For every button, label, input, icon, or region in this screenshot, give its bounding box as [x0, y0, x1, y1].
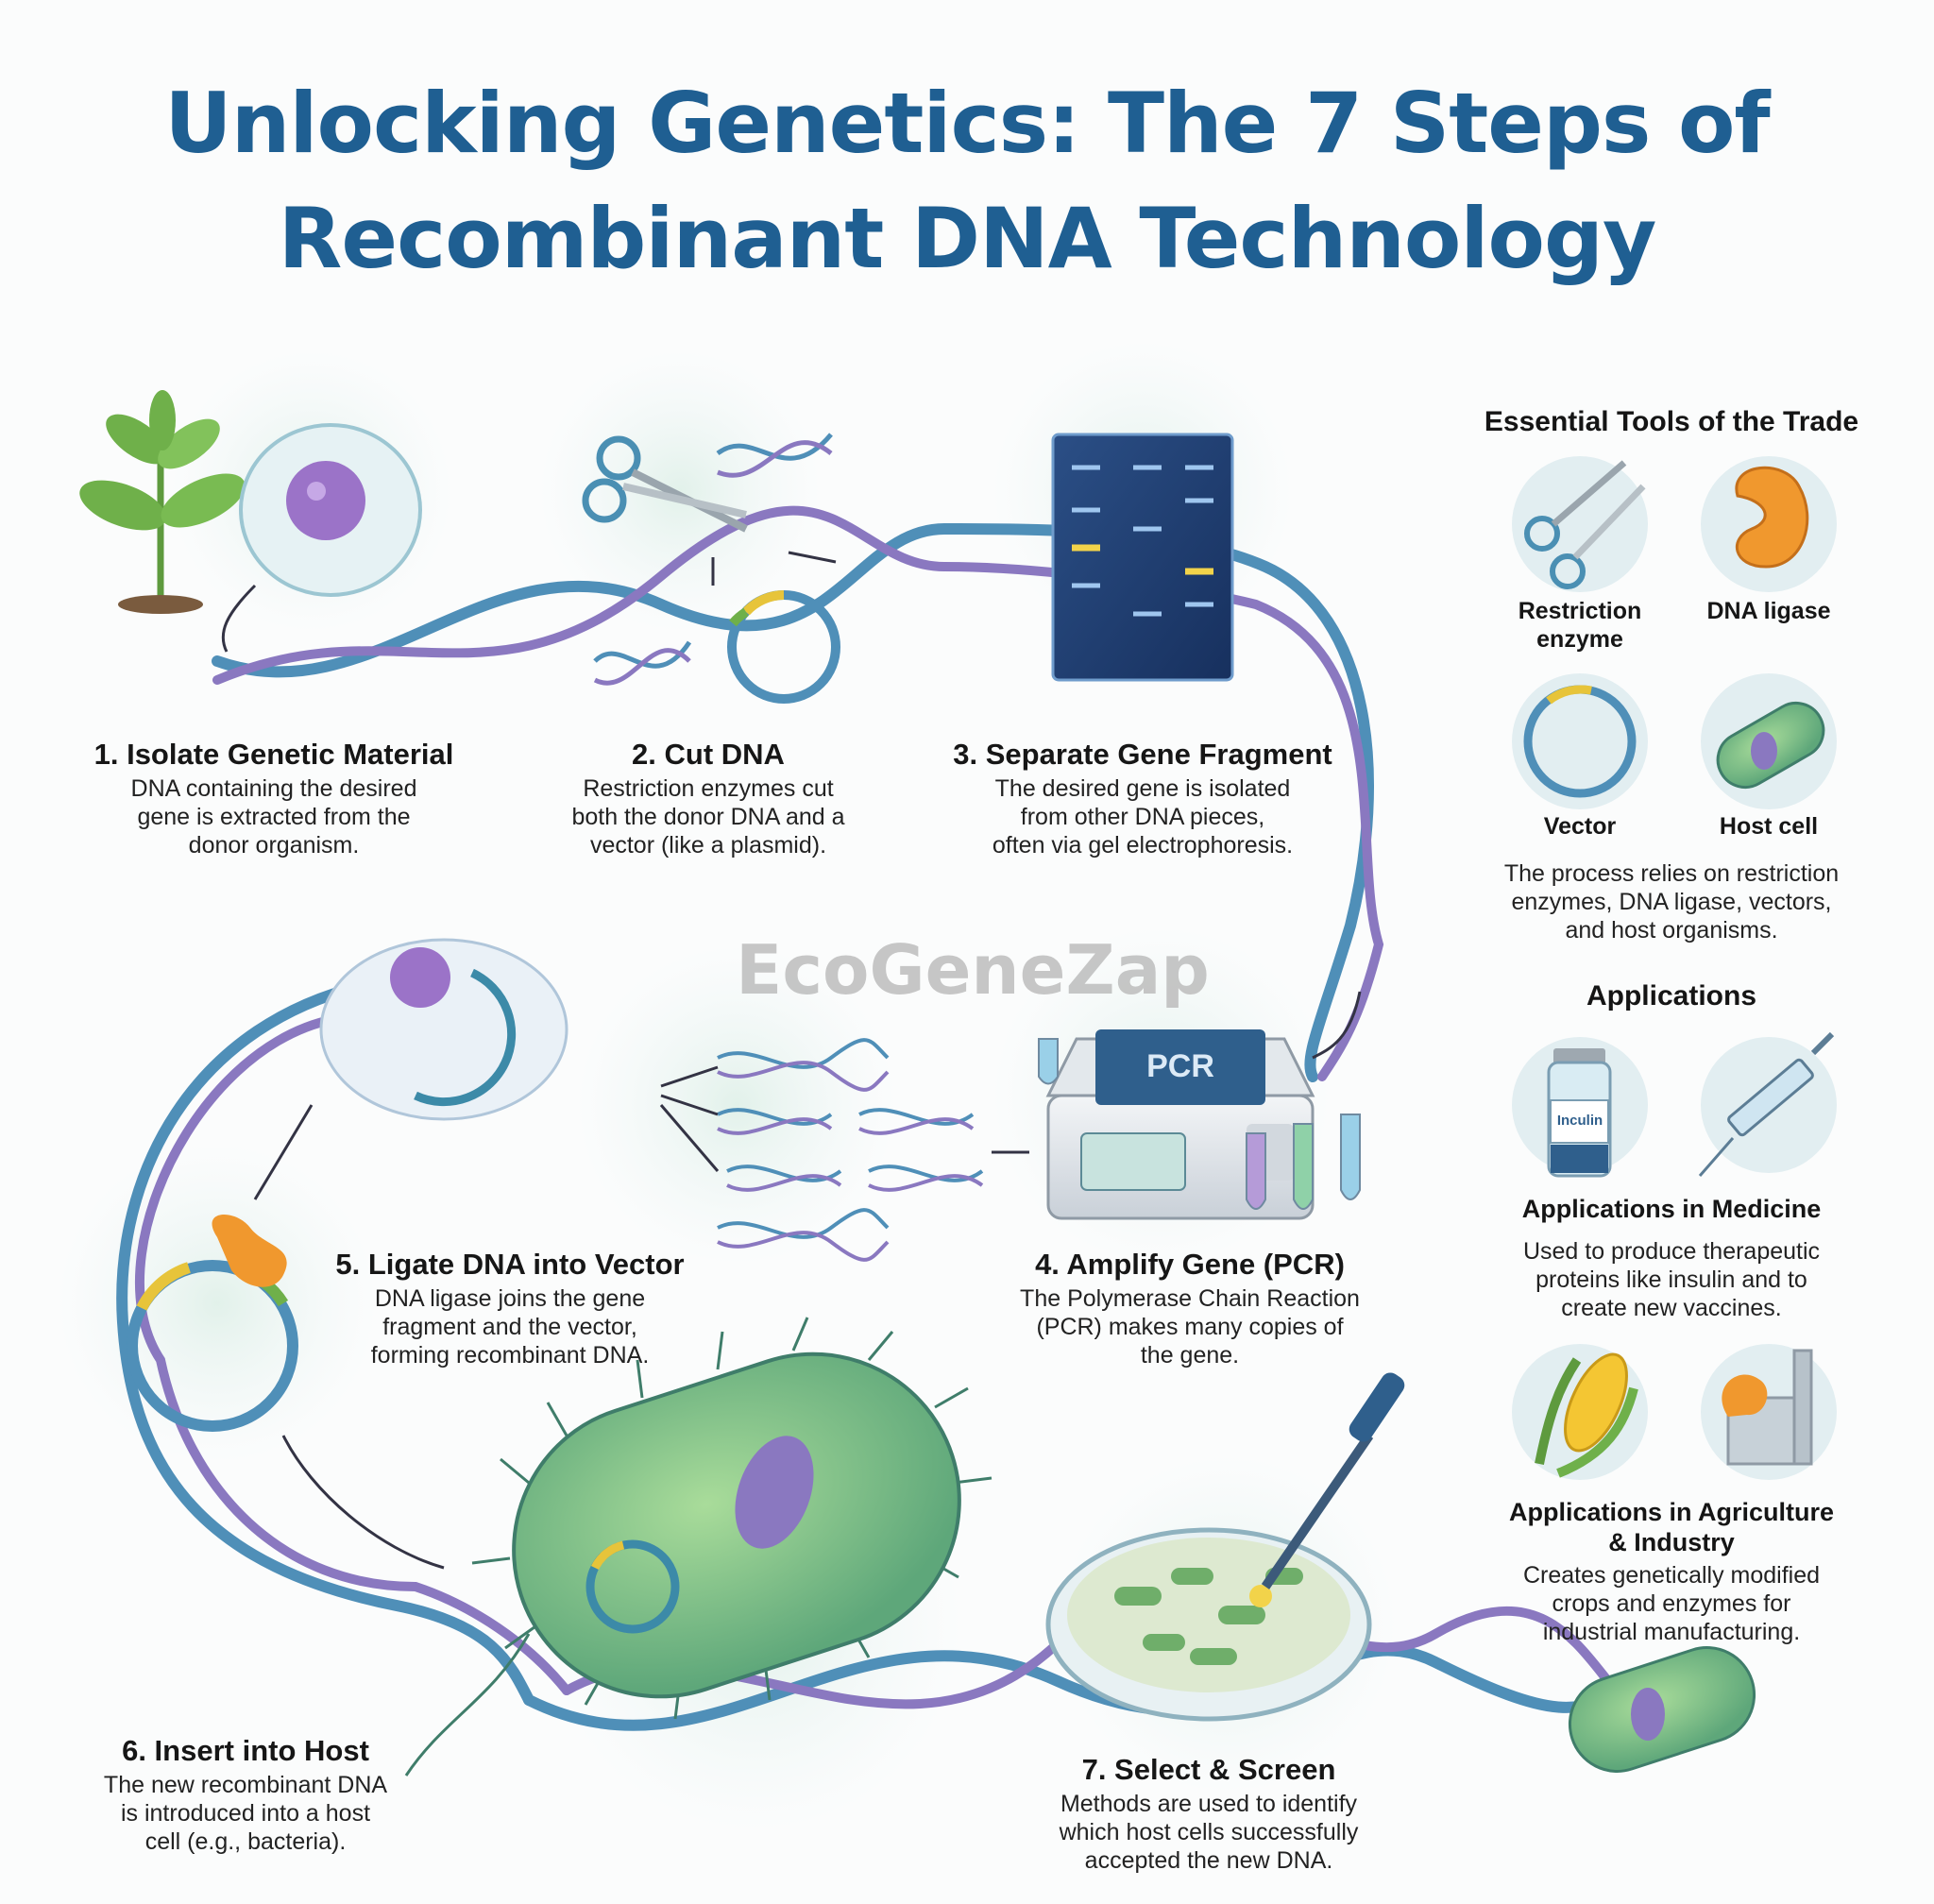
step-7: 7. Select & Screen Methods are used to i…	[1020, 1752, 1398, 1875]
watermark: EcoGeneZap	[736, 930, 1210, 1010]
cell-with-plasmid-icon	[319, 938, 568, 1121]
app-agri-title: Applications in Agriculture& Industry	[1508, 1498, 1835, 1556]
vial-label: Inculin	[1556, 1113, 1603, 1129]
tools-heading: Essential Tools of the Trade	[1484, 406, 1859, 437]
pcr-machine-icon	[1045, 1029, 1315, 1220]
step-desc: The Polymerase Chain Reaction(PCR) makes…	[1020, 1285, 1360, 1368]
tool-scissors-icon	[1524, 460, 1646, 589]
step-5: 5. Ligate DNA into Vector DNA ligase joi…	[312, 1247, 708, 1369]
test-tube-icon	[1038, 1038, 1361, 1210]
petri-dish-icon	[1045, 1527, 1372, 1722]
cut-dna-icon	[593, 433, 833, 686]
tool-ligase-icon	[1735, 466, 1809, 569]
host-bacterium-icon	[404, 1317, 992, 1776]
gel-electrophoresis-icon	[1051, 433, 1234, 682]
step-3: 3. Separate Gene Fragment The desired ge…	[944, 737, 1341, 859]
app-medicine-title: Applications in Medicine	[1521, 1195, 1822, 1223]
tool-plasmid-icon	[1523, 685, 1637, 798]
step-title: 1. Isolate Genetic Material	[93, 738, 454, 771]
pipette-icon	[1261, 1372, 1405, 1590]
tool-bacterium-icon	[1716, 702, 1825, 789]
plant-icon	[79, 390, 246, 614]
recombinant-plasmid-icon	[127, 1215, 298, 1432]
step-title: 3. Separate Gene Fragment	[953, 738, 1332, 771]
dna-helix-path	[116, 505, 1630, 1731]
page-title: Unlocking Genetics: The 7 Steps of Recom…	[164, 75, 1770, 287]
insulin-vial-icon	[1547, 1048, 1612, 1178]
amplified-dna-copies-icon	[717, 1038, 984, 1262]
step-4: 4. Amplify Gene (PCR) The Polymerase Cha…	[992, 1247, 1388, 1369]
tool-label-ligase: DNA ligase	[1706, 598, 1831, 624]
step-title: 2. Cut DNA	[632, 738, 785, 771]
step-6: 6. Insert into Host The new recombinant …	[57, 1733, 434, 1856]
donor-cell-icon	[239, 423, 422, 597]
step-title: 6. Insert into Host	[122, 1734, 369, 1767]
pcr-screen-label: PCR	[1146, 1048, 1214, 1084]
tool-label-vector: Vector	[1543, 813, 1617, 840]
step-title: 5. Ligate DNA into Vector	[335, 1248, 685, 1281]
plasmid-icon	[727, 590, 840, 704]
step-title: 4. Amplify Gene (PCR)	[1035, 1248, 1345, 1281]
corn-icon	[1535, 1352, 1638, 1478]
applications-heading: Applications	[1586, 980, 1756, 1012]
tool-label-host: Host cell	[1719, 813, 1819, 840]
small-bacterium-icon	[1568, 1646, 1756, 1773]
syringe-icon	[1698, 1031, 1835, 1177]
factory-icon	[1722, 1349, 1813, 1466]
step-title: 7. Select & Screen	[1081, 1753, 1336, 1786]
scissors-icon	[582, 435, 748, 533]
step-1: 1. Isolate Genetic Material DNA containi…	[85, 737, 463, 859]
